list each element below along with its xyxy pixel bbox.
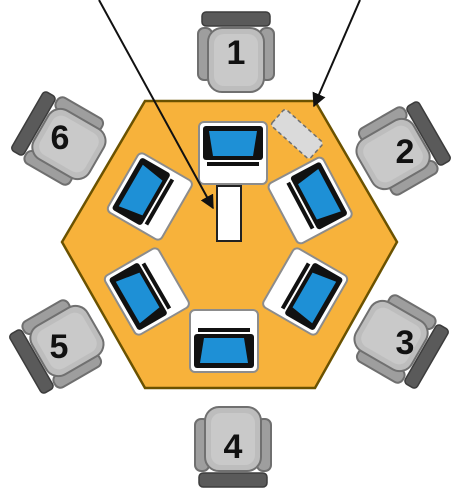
seat-label-3: 3 [396, 324, 415, 362]
seat-label-6: 6 [51, 119, 70, 157]
pointer-arrow-icon [314, 0, 360, 106]
seat-label-2: 2 [396, 133, 415, 171]
laptop-icon [190, 310, 258, 372]
white-device-icon [217, 186, 241, 241]
seat-label-5: 5 [50, 328, 69, 366]
laptop-icon [199, 122, 267, 184]
seat-label-1: 1 [227, 34, 246, 72]
seat-label-4: 4 [224, 428, 243, 466]
